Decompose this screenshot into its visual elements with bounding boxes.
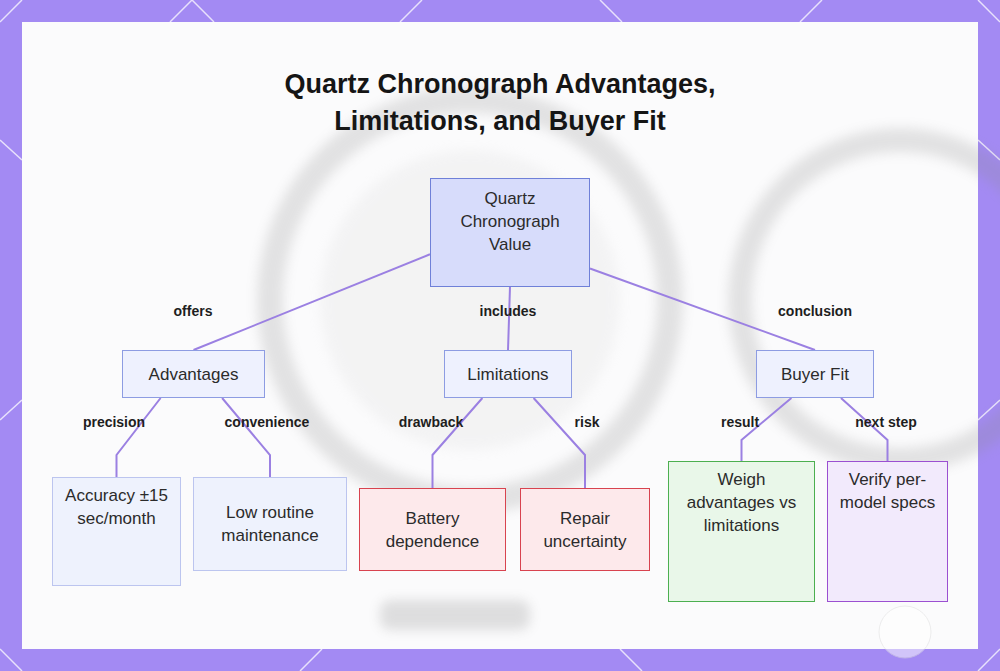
root-box: Quartz Chronograph Value <box>430 178 590 287</box>
advantage-box: Accuracy ±15 sec/month <box>52 477 181 586</box>
diagram-title: Quartz Chronograph Advantages, Limitatio… <box>220 66 780 140</box>
category-box: Buyer Fit <box>756 350 874 398</box>
node-text: Low routine maintenance <box>200 501 340 547</box>
logo-mark <box>879 606 931 658</box>
result-box: Weigh advantages vs limitations <box>668 461 815 602</box>
edge-label: conclusion <box>778 303 852 319</box>
edge-label: drawback <box>399 414 464 430</box>
node-text: Advantages <box>149 363 239 386</box>
node-text: Limitations <box>467 363 548 386</box>
category-box: Limitations <box>444 350 572 398</box>
node-text: Weigh advantages vs limitations <box>675 468 808 537</box>
node-text: Accuracy ±15 sec/month <box>59 484 174 530</box>
limitation-box: Repair uncertainty <box>520 488 650 571</box>
node-text: Quartz Chronograph Value <box>437 187 583 256</box>
limitation-box: Battery dependence <box>359 488 506 571</box>
node-text: Battery dependence <box>366 507 499 553</box>
panel <box>22 22 978 649</box>
edge-label: precision <box>83 414 145 430</box>
next-step-box: Verify per-model specs <box>827 461 948 602</box>
advantage-box: Low routine maintenance <box>193 477 347 571</box>
connector <box>117 398 161 477</box>
edge-label: convenience <box>225 414 310 430</box>
connector <box>222 398 270 477</box>
edge-label: includes <box>480 303 537 319</box>
edge-label: offers <box>174 303 213 319</box>
node-text: Repair uncertainty <box>527 507 643 553</box>
category-box: Advantages <box>122 350 265 398</box>
edge-label: next step <box>855 414 916 430</box>
connector <box>534 398 585 488</box>
edge-label: result <box>721 414 759 430</box>
node-text: Verify per-model specs <box>834 468 941 514</box>
connector <box>194 254 431 350</box>
edge-label: risk <box>575 414 600 430</box>
node-text: Buyer Fit <box>781 363 849 386</box>
watch-photo <box>270 100 1000 630</box>
connector <box>433 398 483 488</box>
